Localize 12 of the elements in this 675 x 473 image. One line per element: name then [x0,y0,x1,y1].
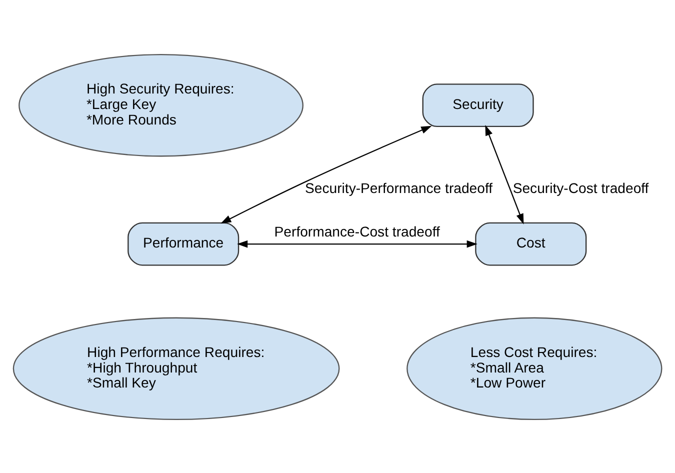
node-box: Cost [475,222,587,266]
arrow [237,240,478,248]
node-ellipse: High Performance Requires: *High Throughput *Small Key [12,316,340,420]
node-box: Security [422,83,534,127]
arrow [220,125,432,224]
node-ellipse: Less Cost Requires: *Small Area *Low Power [406,316,662,420]
node-box: Performance [128,222,240,266]
edge-label: Security-Cost tradeoff [512,180,649,196]
edge-label: Security-Performance tradeoff [305,180,493,196]
arrow [485,124,524,224]
edge-label: Performance-Cost tradeoff [274,223,440,240]
node-ellipse: High Security Requires: *Large Key *More Rounds [18,53,304,156]
